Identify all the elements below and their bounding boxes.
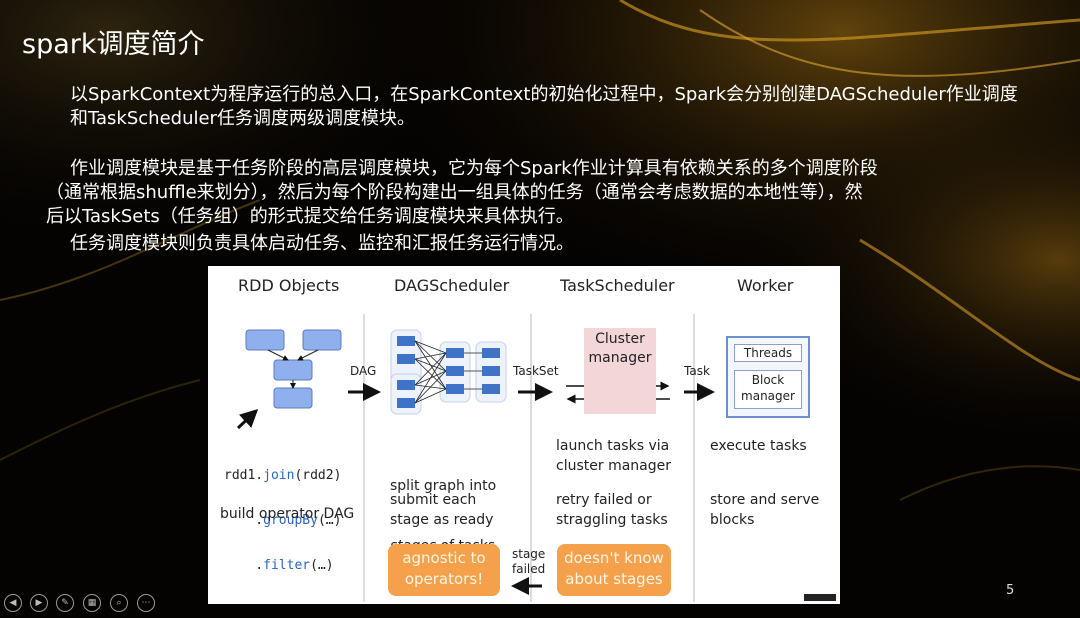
- job-scheduling-line-2: （通常根据shuffle来划分），然后为每个阶段构建出一组具体的任务（通常会考虑…: [46, 182, 863, 203]
- header-dagscheduler: DAGScheduler: [394, 276, 510, 295]
- page-number: 5: [1006, 583, 1015, 598]
- publisher-logo: [804, 594, 836, 601]
- rdd-code: rdd1.join(rdd2) .groupBy(…) .filter(…): [224, 468, 342, 573]
- spark-scheduling-diagram: RDD Objects DAGScheduler TaskScheduler W…: [208, 266, 840, 604]
- agnostic-to-operators-box: agnostic to operators!: [388, 544, 500, 596]
- cluster-manager-label: Cluster manager: [588, 331, 652, 366]
- dag-label: DAG: [350, 364, 377, 378]
- job-scheduling-line-1: 作业调度模块是基于任务阶段的高层调度模块，它为每个Spark作业计算具有依赖关系…: [70, 158, 878, 179]
- stage-failed-label: stage failed: [512, 547, 546, 576]
- task-scheduling-paragraph: 任务调度模块则负责具体启动任务、监控和汇报任务运行情况。: [70, 233, 574, 254]
- pen-icon[interactable]: ✎: [56, 594, 74, 612]
- taskset-label: TaskSet: [513, 364, 559, 378]
- dag-description-2: submit each stage as ready: [390, 492, 494, 528]
- rdd-graph: [236, 329, 342, 430]
- next-icon[interactable]: ▶: [30, 594, 48, 612]
- worker-box: Threads Block manager: [726, 336, 810, 418]
- block-manager-box: Block manager: [734, 370, 802, 409]
- zoom-icon[interactable]: ⌕: [110, 594, 128, 612]
- prev-icon[interactable]: ◀: [4, 594, 22, 612]
- header-worker: Worker: [737, 276, 794, 295]
- header-rdd-objects: RDD Objects: [238, 276, 340, 295]
- intro-paragraph: 以SparkContext为程序运行的总入口，在SparkContext的初始化…: [70, 84, 1018, 129]
- stage-graph: [390, 329, 507, 415]
- ts-description-2: retry failed or straggling tasks: [556, 492, 668, 528]
- worker-description-1: execute tasks: [710, 438, 807, 454]
- header-taskscheduler: TaskScheduler: [560, 276, 675, 295]
- rdd-description: build operator DAG: [220, 506, 355, 522]
- more-icon[interactable]: ⋯: [137, 594, 155, 612]
- slides-icon[interactable]: ▦: [83, 594, 101, 612]
- cluster-manager-box: [584, 328, 656, 414]
- job-scheduling-paragraph: 作业调度模块是基于任务阶段的高层调度模块，它为每个Spark作业计算具有依赖关系…: [46, 157, 1006, 229]
- ts-description-1: launch tasks via cluster manager: [556, 438, 671, 474]
- slide-title: spark调度简介: [22, 29, 205, 60]
- threads-box: Threads: [734, 344, 802, 362]
- job-scheduling-line-3: 后以TaskSets（任务组）的形式提交给任务调度模块来具体执行。: [46, 206, 574, 227]
- worker-description-2: store and serve blocks: [710, 492, 820, 528]
- diagram-graphics: [236, 314, 715, 602]
- doesnt-know-stages-box: doesn't know about stages: [557, 544, 671, 596]
- task-label: Task: [684, 364, 710, 378]
